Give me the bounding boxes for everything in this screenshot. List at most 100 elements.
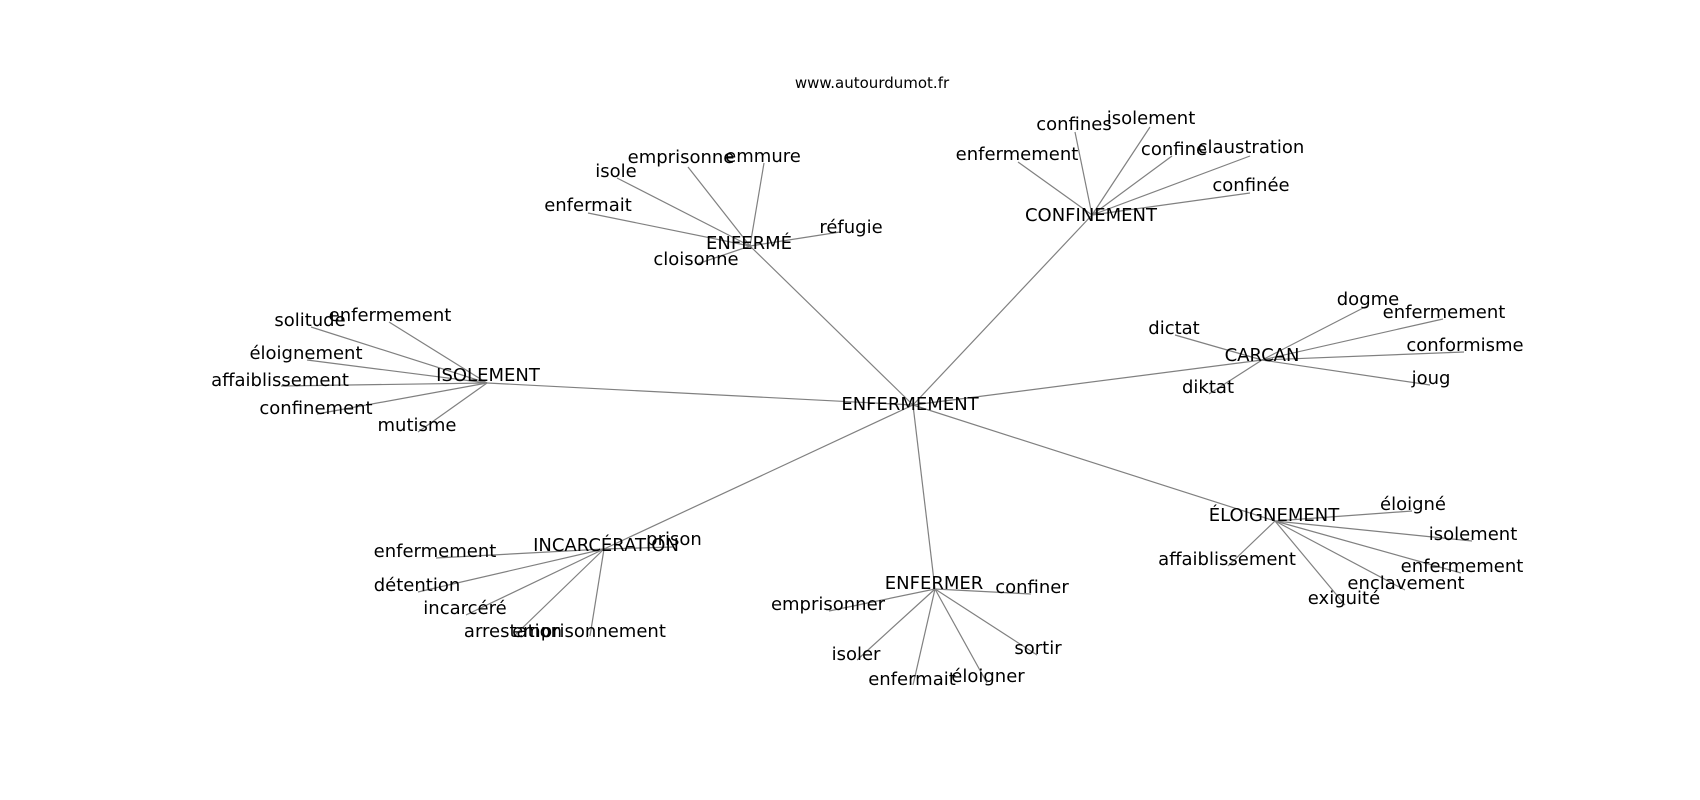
leaf-node-w-joug: joug [1411,368,1451,389]
edge-isolement-hub-w-enfermement-2 [388,321,488,384]
edge-carcan-hub-w-dictat [1174,334,1263,361]
leaf-node-w-isolement-1: isolement [1107,108,1196,129]
edge-enfermer-hub-w-enfermait-2 [912,588,936,686]
edge-enfermement-enfermer-hub [912,404,936,590]
leaf-node-w-enclavement: enclavement [1347,573,1464,594]
leaf-node-w-confinee: confinée [1212,175,1289,196]
edge-enfermement-carcan-hub [912,359,1263,406]
hub-node-carcan-hub: CARCAN [1225,345,1300,366]
hub-node-eloignement-hub: ÉLOIGNEMENT [1209,504,1340,526]
edge-isolement-hub-w-eloignement-1 [306,359,488,384]
leaf-node-w-arrestation: arrestation [464,621,562,642]
edge-enfermement-incarceration-hub [603,404,914,550]
leaf-node-w-detention: détention [374,575,461,596]
edge-incarceration-hub-w-emprisonnement [589,548,605,637]
leaf-node-w-affaiblissement-2: affaiblissement [1158,549,1296,570]
edge-carcan-hub-w-diktat [1208,359,1263,395]
edge-isolement-hub-w-confinement [316,382,488,415]
leaf-node-w-enfermait-2: enfermait [868,669,956,690]
edge-enfermer-hub-w-eloigner [934,588,988,684]
leaf-node-w-isoler: isoler [832,644,881,665]
leaf-node-w-enfermement-1: enfermement [956,144,1079,165]
edge-carcan-hub-w-conformisme [1261,351,1465,361]
leaf-node-w-conformisme: conformisme [1406,335,1523,356]
leaf-node-w-diktat: diktat [1182,377,1234,398]
leaf-node-w-confiner: confiner [995,577,1069,598]
leaf-node-w-incarcere: incarcéré [423,598,506,619]
site-label: www.autourdumot.fr [795,74,950,92]
edge-confinement-hub-w-confinee [1091,192,1251,216]
leaf-node-w-sortir: sortir [1014,638,1062,659]
edge-confinement-hub-w-confines [1074,131,1093,216]
edge-enfermement-enferme-hub [749,245,914,406]
hub-node-isolement-hub: ISOLEMENT [436,365,541,386]
hub-node-incarceration-hub: INCARCÉRATION [533,534,679,556]
edge-incarceration-hub-w-arrestation [513,548,605,637]
edge-carcan-hub-w-joug [1261,359,1431,386]
leaf-node-w-claustration: claustration [1198,137,1305,158]
edge-confinement-hub-w-enfermement-1 [1017,161,1093,216]
edge-enferme-hub-w-cloisonne [696,245,751,265]
hub-node-confinement-hub: CONFINEMENT [1025,205,1158,226]
leaf-node-w-emmure: emmure [725,146,801,167]
hub-node-enfermer-hub: ENFERMER [885,573,983,594]
edge-enferme-hub-w-emmure [749,162,765,247]
leaf-node-w-enfermement-3: enfermement [1383,302,1506,323]
edge-eloignement-hub-w-enfermement-5 [1274,520,1462,574]
leaf-node-w-dictat: dictat [1148,318,1199,339]
edge-incarceration-hub-w-incarcere [465,548,605,616]
root-node-enfermement: ENFERMEMENT [841,394,979,415]
leaf-node-w-emprisonnement: emprisonnement [512,621,666,642]
leaf-node-w-enfermement-5: enfermement [1401,556,1524,577]
leaf-node-w-confinement: confinement [259,398,372,419]
edge-incarceration-hub-w-prison [603,546,674,550]
edge-isolement-hub-w-mutisme [417,382,488,433]
edge-confinement-hub-w-claustration [1091,155,1251,216]
leaf-node-w-isolement-2: isolement [1429,524,1518,545]
leaf-node-w-mutisme: mutisme [378,415,457,436]
leaf-node-w-confines: confines [1036,114,1112,135]
edge-eloignement-hub-w-enclavement [1274,520,1406,591]
edge-isolement-hub-w-affaiblissement-1 [280,382,488,387]
leaf-node-w-emprisonner: emprisonner [771,594,886,615]
edge-confinement-hub-w-isolement-1 [1091,126,1151,216]
leaf-node-w-dogme: dogme [1337,289,1399,310]
edge-eloignement-hub-w-isolement-2 [1274,520,1473,542]
edge-enfermer-hub-w-isoler [856,588,936,661]
leaf-node-w-eloigner: éloigner [951,666,1025,687]
leaf-node-w-eloignement-1: éloignement [249,343,362,364]
edge-confinement-hub-w-confine [1091,155,1173,216]
edge-carcan-hub-w-enfermement-3 [1261,318,1444,361]
leaf-node-w-confine: confine [1141,139,1207,160]
leaf-node-w-enfermement-4: enfermement [374,541,497,562]
edge-enferme-hub-w-enfermait-1 [587,212,751,247]
leaf-node-w-cloisonne: cloisonne [653,249,738,270]
edge-enfermement-confinement-hub [912,214,1093,406]
leaf-node-w-prison: prison [646,529,702,550]
edge-enfermer-hub-w-emprisonner [828,588,936,612]
leaf-node-w-enfermait-1: enfermait [544,195,632,216]
leaf-node-w-eloigne: éloigné [1380,494,1446,515]
edge-eloignement-hub-w-affaiblissement-2 [1227,520,1276,567]
edge-enfermement-isolement-hub [486,382,914,406]
edge-eloignement-hub-w-exiguite [1274,520,1346,606]
leaf-node-w-refugie: réfugie [819,217,882,238]
edge-enferme-hub-w-isole [616,177,751,247]
edge-carcan-hub-w-dogme [1261,305,1368,361]
edge-eloignement-hub-w-eloigne [1274,510,1413,522]
edge-enfermer-hub-w-confiner [934,588,1032,595]
leaf-node-w-isole: isole [595,161,636,182]
edge-incarceration-hub-w-enfermement-4 [435,548,605,559]
edge-enferme-hub-w-emprisonne [687,166,751,247]
edge-incarceration-hub-w-detention [417,548,605,593]
edge-enfermer-hub-w-sortir [934,588,1038,656]
edge-isolement-hub-w-solitude [310,326,488,384]
leaf-node-w-solitude: solitude [274,310,345,331]
leaf-node-w-exiguite: exiguité [1308,588,1380,609]
leaf-node-w-emprisonne: emprisonne [628,147,735,168]
edge-enferme-hub-w-refugie [749,231,841,247]
leaf-node-w-affaiblissement-1: affaiblissement [211,370,349,391]
hub-node-enferme-hub: ENFERMÉ [706,232,792,254]
leaf-node-w-enfermement-2: enfermement [329,305,452,326]
